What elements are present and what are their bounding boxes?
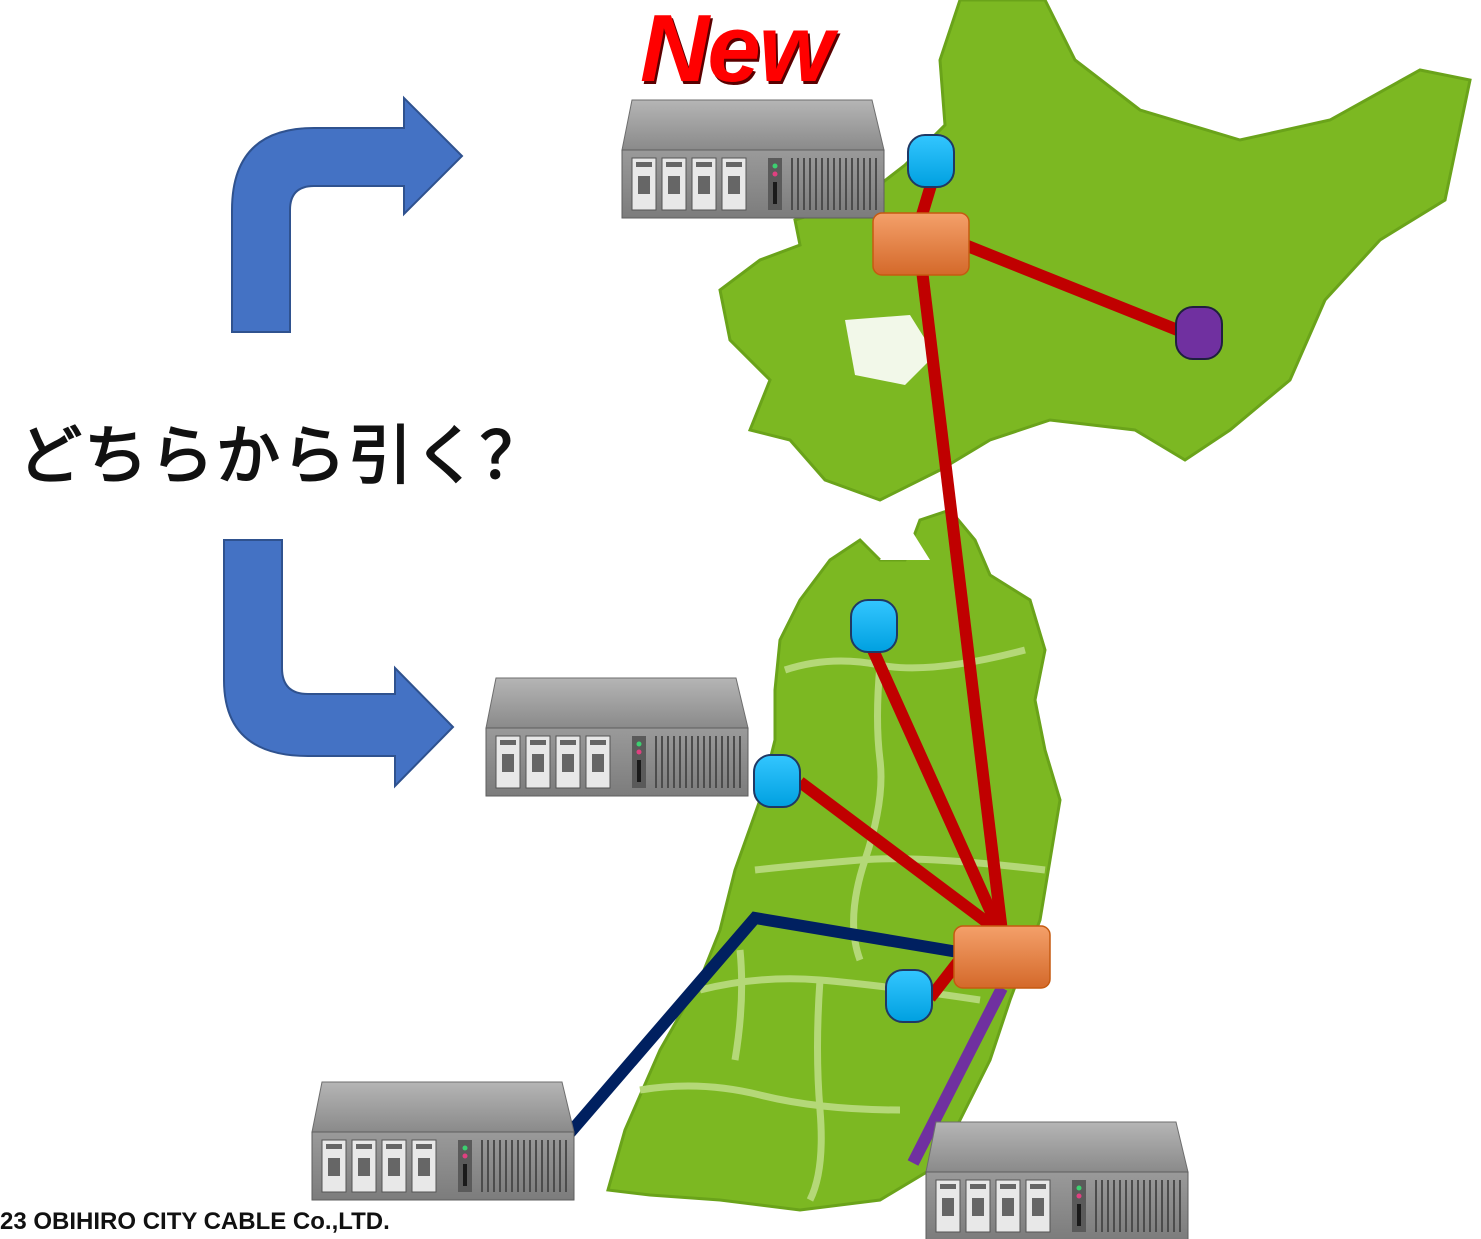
- server-rack-icon: [925, 1121, 1189, 1239]
- new-label: New: [640, 0, 833, 102]
- node-icon: [753, 754, 801, 808]
- link-north-south-backbone: [916, 269, 1008, 933]
- router-icon: [953, 925, 1051, 989]
- curved-arrow-up-icon: [231, 95, 464, 333]
- node-icon: [907, 134, 955, 188]
- question-text: どちらから引く？: [18, 420, 546, 494]
- node-icon: [850, 599, 898, 653]
- map-hokkaido: [718, 0, 1472, 502]
- link-router-south-node-west: [796, 777, 1004, 937]
- map-tohoku: [606, 508, 1062, 1212]
- server-rack-icon: [311, 1081, 575, 1201]
- link-router-south-server-east: [907, 985, 1008, 1166]
- copyright-text: 23 OBIHIRO CITY CABLE Co.,LTD.: [0, 1208, 390, 1235]
- link-router-south-server-west: [563, 911, 959, 1139]
- link-router-south-node-north: [867, 647, 1006, 935]
- node-icon: [1175, 306, 1223, 360]
- router-icon: [872, 212, 970, 276]
- server-rack-icon: [485, 677, 749, 797]
- backbone-lines: [563, 183, 1188, 1166]
- link-router-north-node-east: [962, 239, 1188, 339]
- node-icon: [885, 969, 933, 1023]
- server-rack-icon: [621, 99, 885, 219]
- link-router-north-node-top: [916, 183, 937, 217]
- curved-arrow-down-icon: [223, 539, 455, 789]
